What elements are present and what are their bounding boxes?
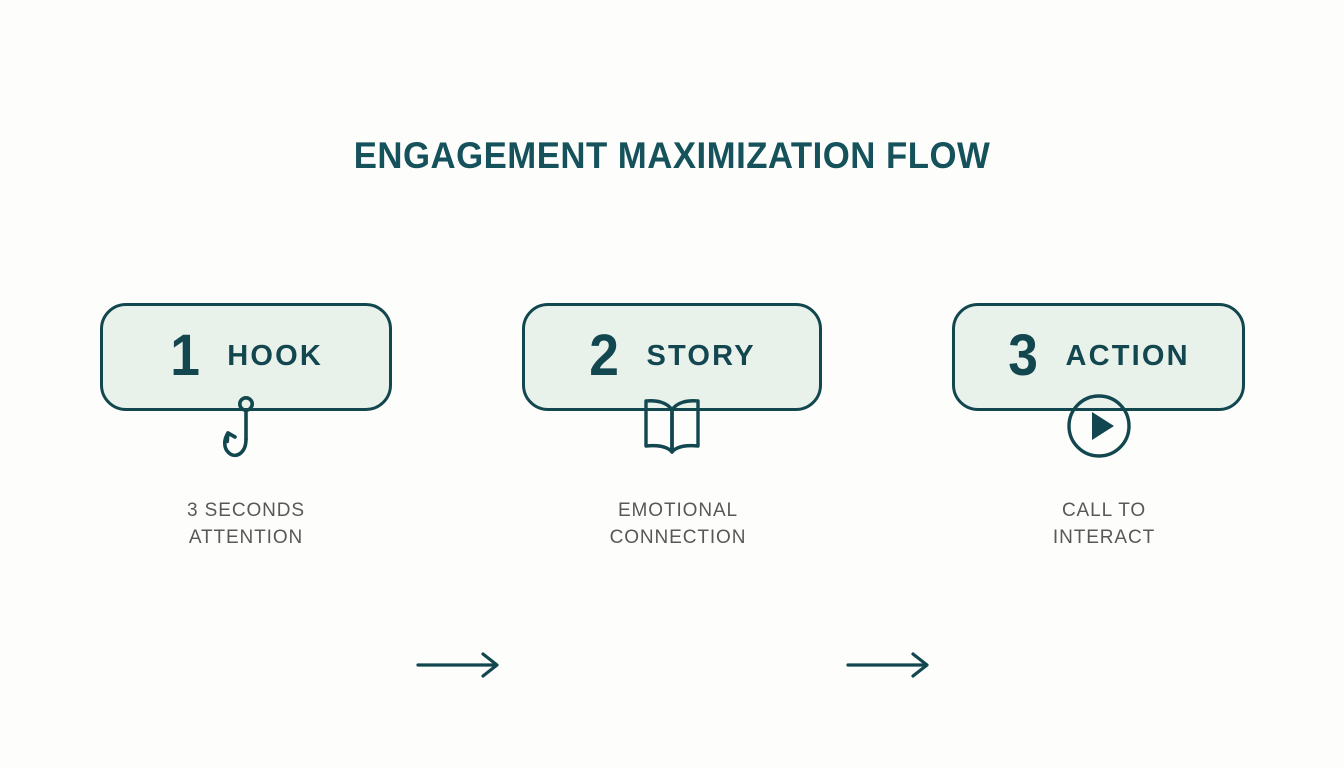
flow-step-story[interactable]: 2 STORY: [522, 303, 822, 454]
step-card-3[interactable]: 3 ACTION: [952, 303, 1245, 411]
step-label-story: STORY: [646, 339, 756, 372]
arrow-step1-to-step2: [415, 651, 505, 684]
caption-2-line-2: CONNECTION: [609, 527, 747, 548]
step-number-2: 2: [589, 323, 620, 388]
caption-2-line-1: EMOTIONAL: [617, 500, 738, 521]
caption-3-line-1: CALL TO: [1061, 500, 1147, 521]
step-card-1-content: 1 HOOK: [169, 327, 323, 385]
step-number-1: 1: [170, 323, 200, 388]
step-label-action: ACTION: [1065, 339, 1190, 372]
flow-step-hook[interactable]: 1 HOOK: [100, 303, 392, 458]
step-caption-action: CALL TO INTERACT: [958, 497, 1250, 551]
step-label-hook: HOOK: [227, 339, 324, 372]
step-card-1[interactable]: 1 HOOK: [100, 303, 392, 411]
flow-row: 1 HOOK: [0, 303, 1344, 678]
caption-1-line-2: ATTENTION: [188, 527, 304, 548]
flow-step-action[interactable]: 3 ACTION: [952, 303, 1245, 458]
step-card-3-content: 3 ACTION: [1007, 327, 1190, 385]
step-caption-story: EMOTIONAL CONNECTION: [528, 497, 828, 551]
arrow-step2-to-step3: [845, 651, 935, 684]
caption-3-line-2: INTERACT: [1052, 527, 1156, 548]
step-caption-hook: 3 SECONDS ATTENTION: [103, 497, 389, 551]
caption-1-line-1: 3 SECONDS: [187, 500, 305, 521]
step-number-3: 3: [1008, 323, 1039, 388]
open-book-icon: [634, 394, 710, 463]
play-button-icon[interactable]: [1064, 391, 1134, 466]
step-card-2[interactable]: 2 STORY: [522, 303, 822, 411]
page-title: ENGAGEMENT MAXIMIZATION FLOW: [353, 135, 991, 176]
step-card-2-content: 2 STORY: [588, 327, 756, 385]
fish-hook-icon: [214, 395, 278, 472]
